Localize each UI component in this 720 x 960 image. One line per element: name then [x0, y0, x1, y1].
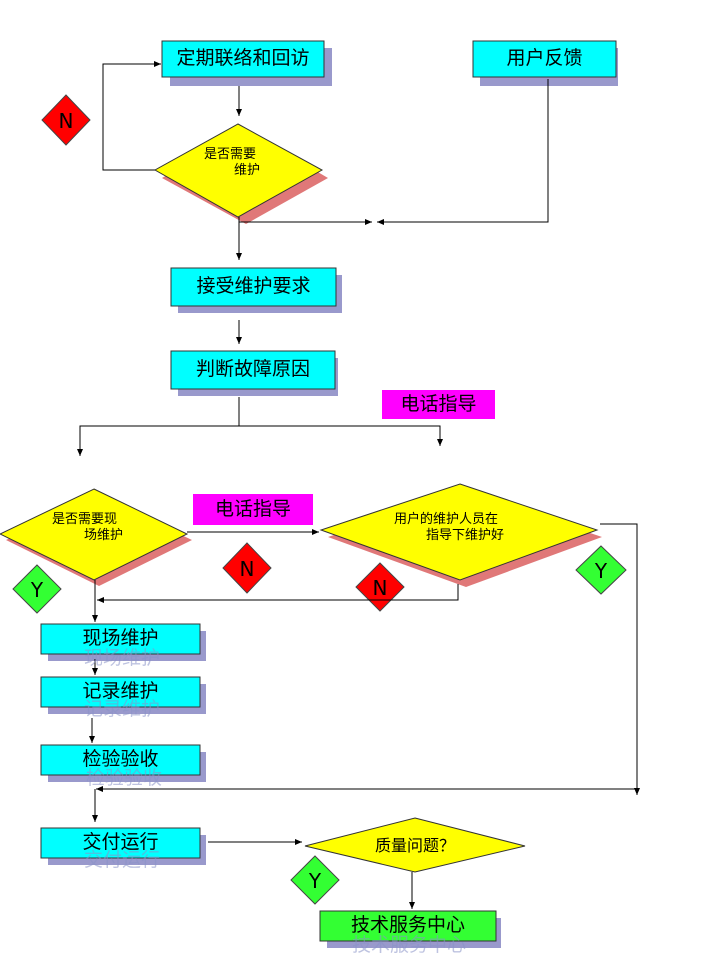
y-badge-diamond-3: [290, 855, 340, 905]
need-maintenance-decision: [153, 123, 324, 218]
y-badge-3: Y: [308, 869, 322, 893]
quality-issue-label: 质量问题？: [374, 836, 455, 855]
inspection-acceptance-reflection: 检验验收: [86, 767, 163, 789]
user-fixed-label: 用户的维护人员在 指导下维护好: [370, 512, 570, 545]
tech-service-center-reflection: 技术服务中心: [352, 934, 467, 956]
n-badge-diamond-3: [355, 562, 405, 612]
delivery-operation-reflection: 交付运行: [84, 849, 161, 871]
accept-request-label: 接受维护要求: [196, 275, 311, 298]
tech-service-center-box: [319, 910, 497, 942]
user-fixed-decision: [319, 483, 599, 581]
delivery-operation-label: 交付运行: [82, 831, 159, 854]
regular-contact-label: 定期联络和回访: [176, 47, 310, 70]
y-badge-2: Y: [594, 559, 608, 583]
need-onsite-label: 是否需要现 场维护: [28, 512, 168, 545]
need-onsite-line-1: 是否需要现: [52, 512, 118, 527]
n-badge-1: N: [58, 109, 74, 133]
record-maintenance-reflection: 记录维护: [84, 698, 161, 720]
phone-guidance-label-1: 电话指导: [400, 392, 477, 415]
accept-request-box: [170, 267, 337, 307]
phone-guidance-box-1: [382, 390, 495, 419]
delivery-operation-box: [40, 827, 201, 859]
record-maintenance-box: [40, 676, 201, 708]
n-badge-3: N: [372, 576, 388, 600]
n-badge-2: N: [239, 557, 255, 581]
diagnose-box: [170, 350, 336, 390]
n-badge-diamond-2: [222, 542, 272, 594]
need-onsite-decision: [0, 488, 189, 581]
user-feedback-box: [472, 40, 617, 78]
diagnose-label: 判断故障原因: [195, 358, 310, 381]
n-badge-diamond-1: [41, 94, 91, 146]
user-fixed-line-1: 用户的维护人员在: [394, 512, 499, 527]
need-maintenance-label: 是否需要 维护: [180, 147, 300, 180]
user-feedback-label: 用户反馈: [506, 47, 583, 70]
user-fixed-line-2: 指导下维护好: [426, 528, 505, 544]
y-badge-diamond-1: [12, 564, 62, 614]
phone-guidance-label-2: 电话指导: [214, 497, 291, 520]
record-maintenance-label: 记录维护: [82, 680, 159, 703]
need-maintenance-line-2: 维护: [234, 163, 261, 179]
need-onsite-line-2: 场维护: [84, 528, 124, 544]
onsite-maintenance-label: 现场维护: [82, 627, 159, 650]
inspection-acceptance-box: [40, 744, 201, 776]
quality-issue-decision: [304, 817, 526, 873]
need-maintenance-line-1: 是否需要: [204, 147, 257, 162]
regular-contact-box: [161, 40, 325, 78]
y-badge-diamond-2: [575, 545, 627, 595]
onsite-maintenance-box: [40, 623, 201, 655]
tech-service-center-label: 技术服务中心: [350, 914, 465, 937]
y-badge-1: Y: [30, 578, 44, 602]
onsite-maintenance-reflection: 现场维护: [84, 647, 161, 669]
inspection-acceptance-label: 检验验收: [82, 748, 159, 771]
phone-guidance-box-2: [193, 494, 313, 525]
